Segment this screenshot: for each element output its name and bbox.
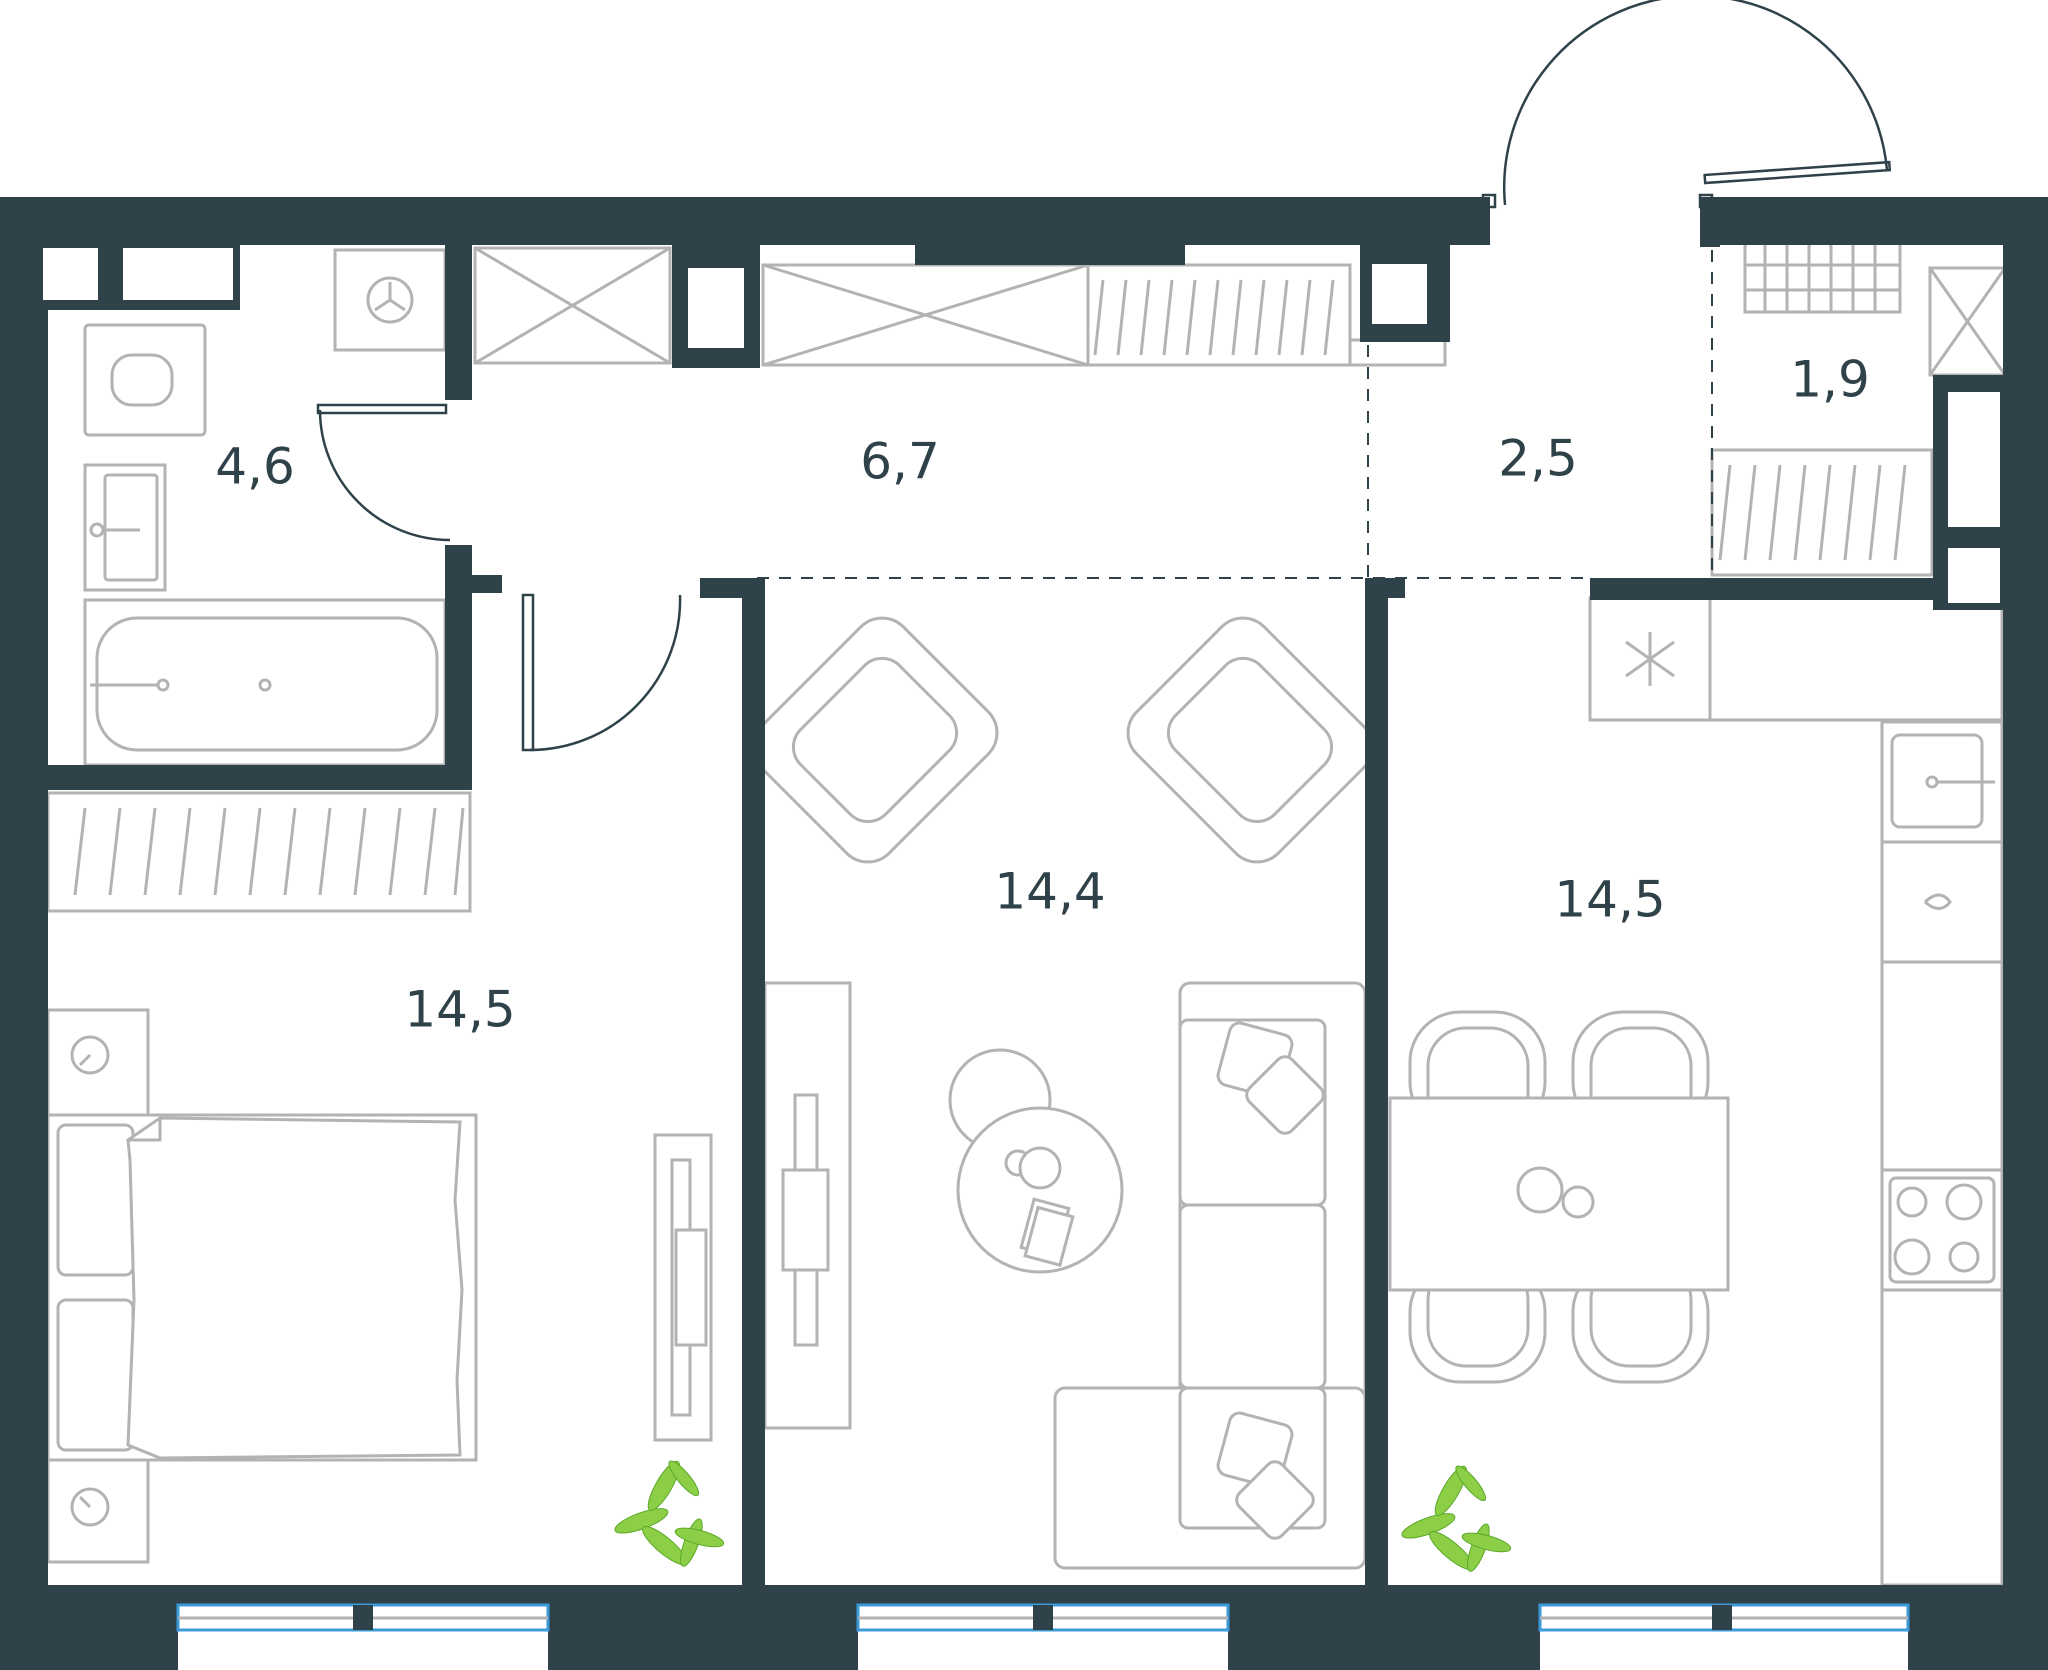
plant-kitchen (1401, 1465, 1512, 1572)
area-label-storage: 1,9 (1790, 351, 1870, 409)
area-label-kitchen: 14,5 (1554, 871, 1665, 929)
plant-bedroom (614, 1460, 725, 1567)
area-label-living-room: 14,4 (994, 863, 1105, 921)
kitchen-counter-end (1880, 1288, 2004, 1587)
zone-dividers (757, 250, 1713, 579)
windows (176, 1603, 1910, 1632)
area-label-hallway: 6,7 (860, 433, 940, 491)
coffee-table (956, 1106, 1124, 1274)
kitchen-counter-mid (1880, 840, 2004, 964)
walls (0, 197, 2048, 1670)
storage-shelf (1743, 240, 1902, 314)
kitchen-counter-low (1880, 960, 2004, 1172)
area-label-bathroom: 4,6 (215, 438, 295, 496)
hallway-shoe-rack (1086, 263, 1352, 367)
area-label-corridor: 2,5 (1498, 430, 1578, 488)
doors (316, 0, 1892, 752)
duvet (126, 1116, 464, 1460)
area-label-bedroom: 14,5 (404, 981, 515, 1039)
area-labels: 4,6 6,7 2,5 1,9 14,4 14,5 14,5 (215, 351, 1870, 1039)
kitchen-counter (1708, 596, 2004, 722)
furniture (46, 240, 2007, 1587)
